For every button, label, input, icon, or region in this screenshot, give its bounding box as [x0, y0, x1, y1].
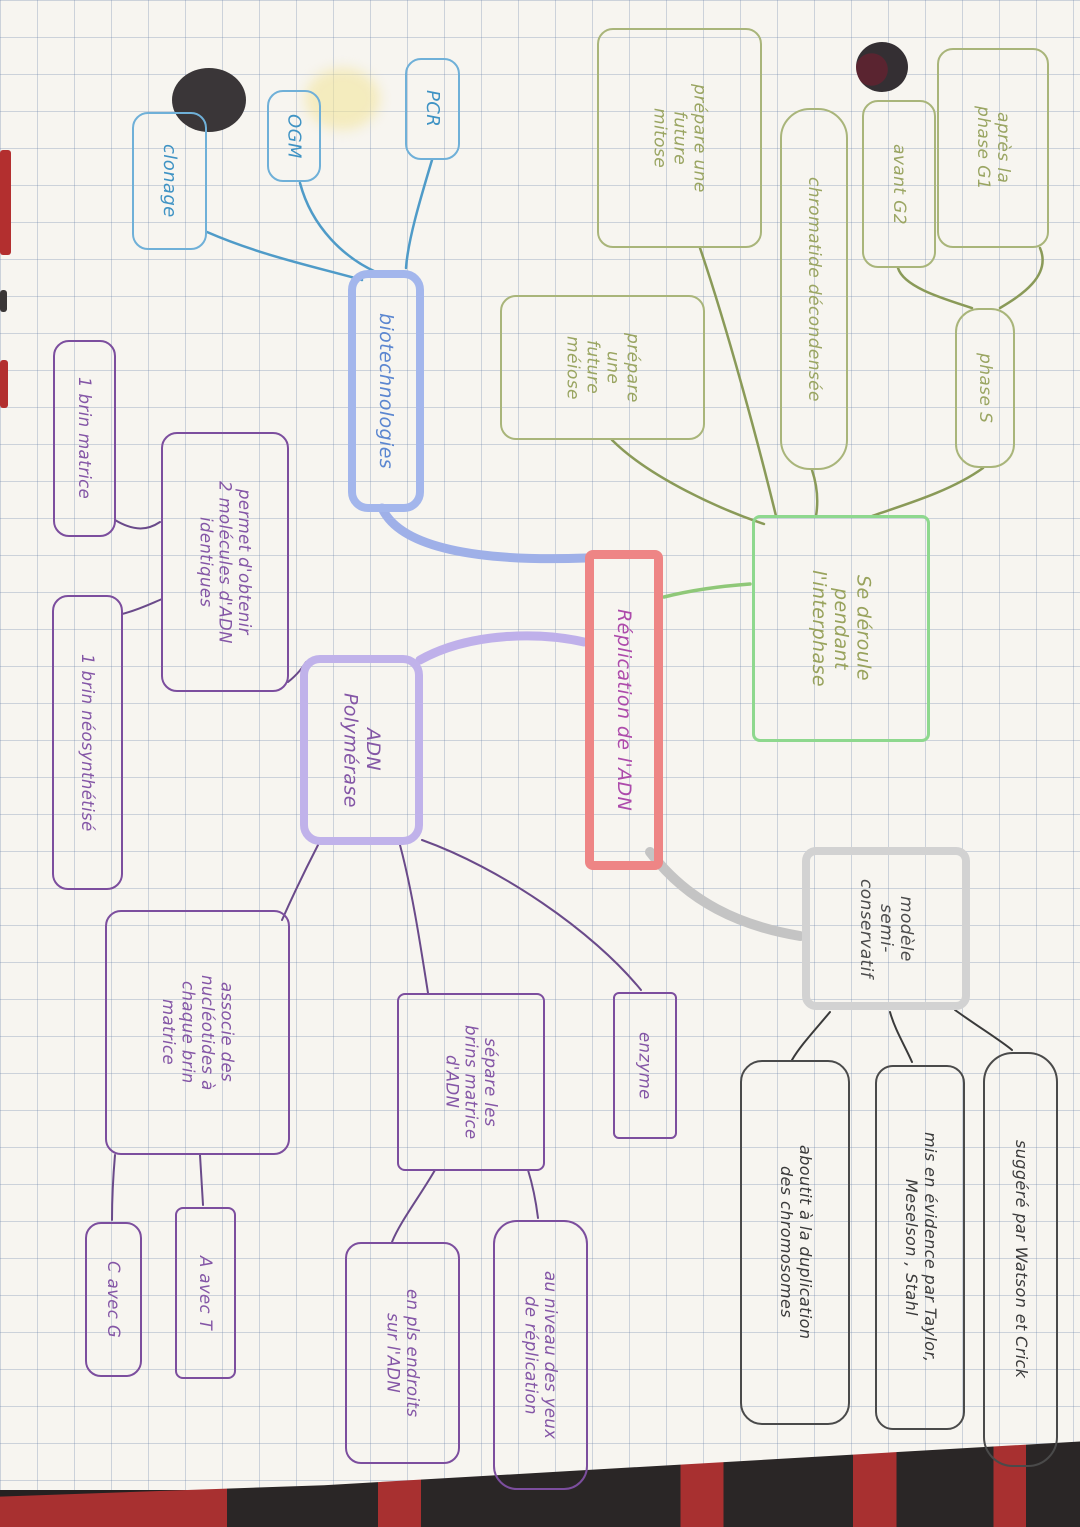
node-au-niveau-yeux: au niveau des yeux de réplication: [493, 1220, 588, 1490]
node-au-niveau-yeux-label: au niveau des yeux de réplication: [521, 1270, 560, 1440]
node-aboutit-duplication: aboutit à la duplication des chromosomes: [740, 1060, 850, 1425]
node-brin-neosynthetise-label: 1 brin néosynthétisé: [78, 653, 98, 832]
node-clonage: clonage: [132, 112, 207, 250]
node-prepare-future-meiose-label: prépare une future méiose: [562, 332, 643, 403]
node-phase-s: phase S: [955, 308, 1015, 468]
node-avant-g2: avant G2: [862, 100, 936, 268]
node-avant-g2-label: avant G2: [889, 143, 910, 225]
node-enzyme-label: enzyme: [635, 1031, 655, 1100]
node-mis-en-evidence: mis en évidence par Taylor, Meselson , S…: [875, 1065, 965, 1430]
node-modele-semi-conservatif-label: modèle semi- conservatif: [855, 878, 917, 979]
node-c-avec-g-label: C avec G: [104, 1260, 124, 1339]
node-biotechnologies: biotechnologies: [348, 270, 424, 512]
node-se-deroule-interphase-label: Se déroule pendant l'interphase: [807, 570, 875, 687]
node-a-avec-t: A avec T: [175, 1207, 236, 1379]
node-mis-en-evidence-label: mis en évidence par Taylor, Meselson , S…: [902, 1132, 940, 1363]
node-chromatide-decondensee: chromatide décondensée: [780, 108, 848, 470]
desk-edge-dark-mark: [0, 290, 7, 312]
node-se-deroule-interphase: Se déroule pendant l'interphase: [752, 515, 930, 742]
node-prepare-future-mitose-label: prépare une future mitose: [649, 83, 710, 193]
node-pcr-label: PCR: [422, 90, 444, 128]
node-replication-adn-label: Réplication de l'ADN: [613, 608, 636, 812]
node-suggere-watson-crick-label: suggéré par Watson et Crick: [1011, 1140, 1031, 1379]
node-c-avec-g: C avec G: [85, 1222, 142, 1377]
node-permet-obtenir: permet d'obtenir 2 molécules d'ADN ident…: [161, 432, 289, 692]
desk-edge-red-strip: [0, 360, 8, 408]
node-enzyme: enzyme: [613, 992, 677, 1139]
node-adn-polymerase: ADN Polymérase: [300, 655, 423, 845]
node-aboutit-duplication-label: aboutit à la duplication des chromosomes: [777, 1145, 815, 1340]
node-brin-matrice-label: 1 brin matrice: [75, 377, 95, 500]
node-ogm: OGM: [267, 90, 321, 182]
node-brin-neosynthetise: 1 brin néosynthétisé: [52, 595, 123, 890]
node-permet-obtenir-label: permet d'obtenir 2 molécules d'ADN ident…: [196, 480, 255, 644]
node-adn-polymerase-label: ADN Polymérase: [339, 692, 384, 808]
node-en-pls-endroits: en pls endroits sur l'ADN: [345, 1242, 460, 1464]
node-en-pls-endroits-label: en pls endroits sur l'ADN: [383, 1288, 422, 1418]
hole-punch: [856, 42, 908, 92]
node-separe-brins: sépare les brins matrice d'ADN: [397, 993, 545, 1171]
node-brin-matrice: 1 brin matrice: [53, 340, 116, 537]
node-clonage-label: clonage: [159, 144, 181, 218]
node-associe-nucleotides: associe des nucléotides à chaque brin ma…: [105, 910, 290, 1155]
node-modele-semi-conservatif: modèle semi- conservatif: [802, 847, 970, 1010]
node-associe-nucleotides-label: associe des nucléotides à chaque brin ma…: [159, 974, 237, 1091]
node-phase-s-label: phase S: [975, 352, 996, 424]
desk-edge-red-strip: [0, 150, 11, 255]
node-separe-brins-label: sépare les brins matrice d'ADN: [442, 1024, 501, 1140]
node-suggere-watson-crick: suggéré par Watson et Crick: [983, 1052, 1058, 1467]
node-pcr: PCR: [405, 58, 460, 160]
node-ogm-label: OGM: [283, 113, 305, 159]
node-prepare-future-mitose: prépare une future mitose: [597, 28, 762, 248]
node-chromatide-decondensee-label: chromatide décondensée: [804, 176, 825, 402]
node-biotechnologies-label: biotechnologies: [375, 312, 398, 470]
node-replication-adn: Réplication de l'ADN: [585, 550, 663, 870]
hole-punch: [172, 68, 246, 132]
node-apres-la-phase-g1: après la phase G1: [937, 48, 1049, 248]
node-prepare-future-meiose: prépare une future méiose: [500, 295, 705, 440]
node-a-avec-t-label: A avec T: [196, 1255, 216, 1331]
node-apres-la-phase-g1-label: après la phase G1: [973, 106, 1014, 190]
